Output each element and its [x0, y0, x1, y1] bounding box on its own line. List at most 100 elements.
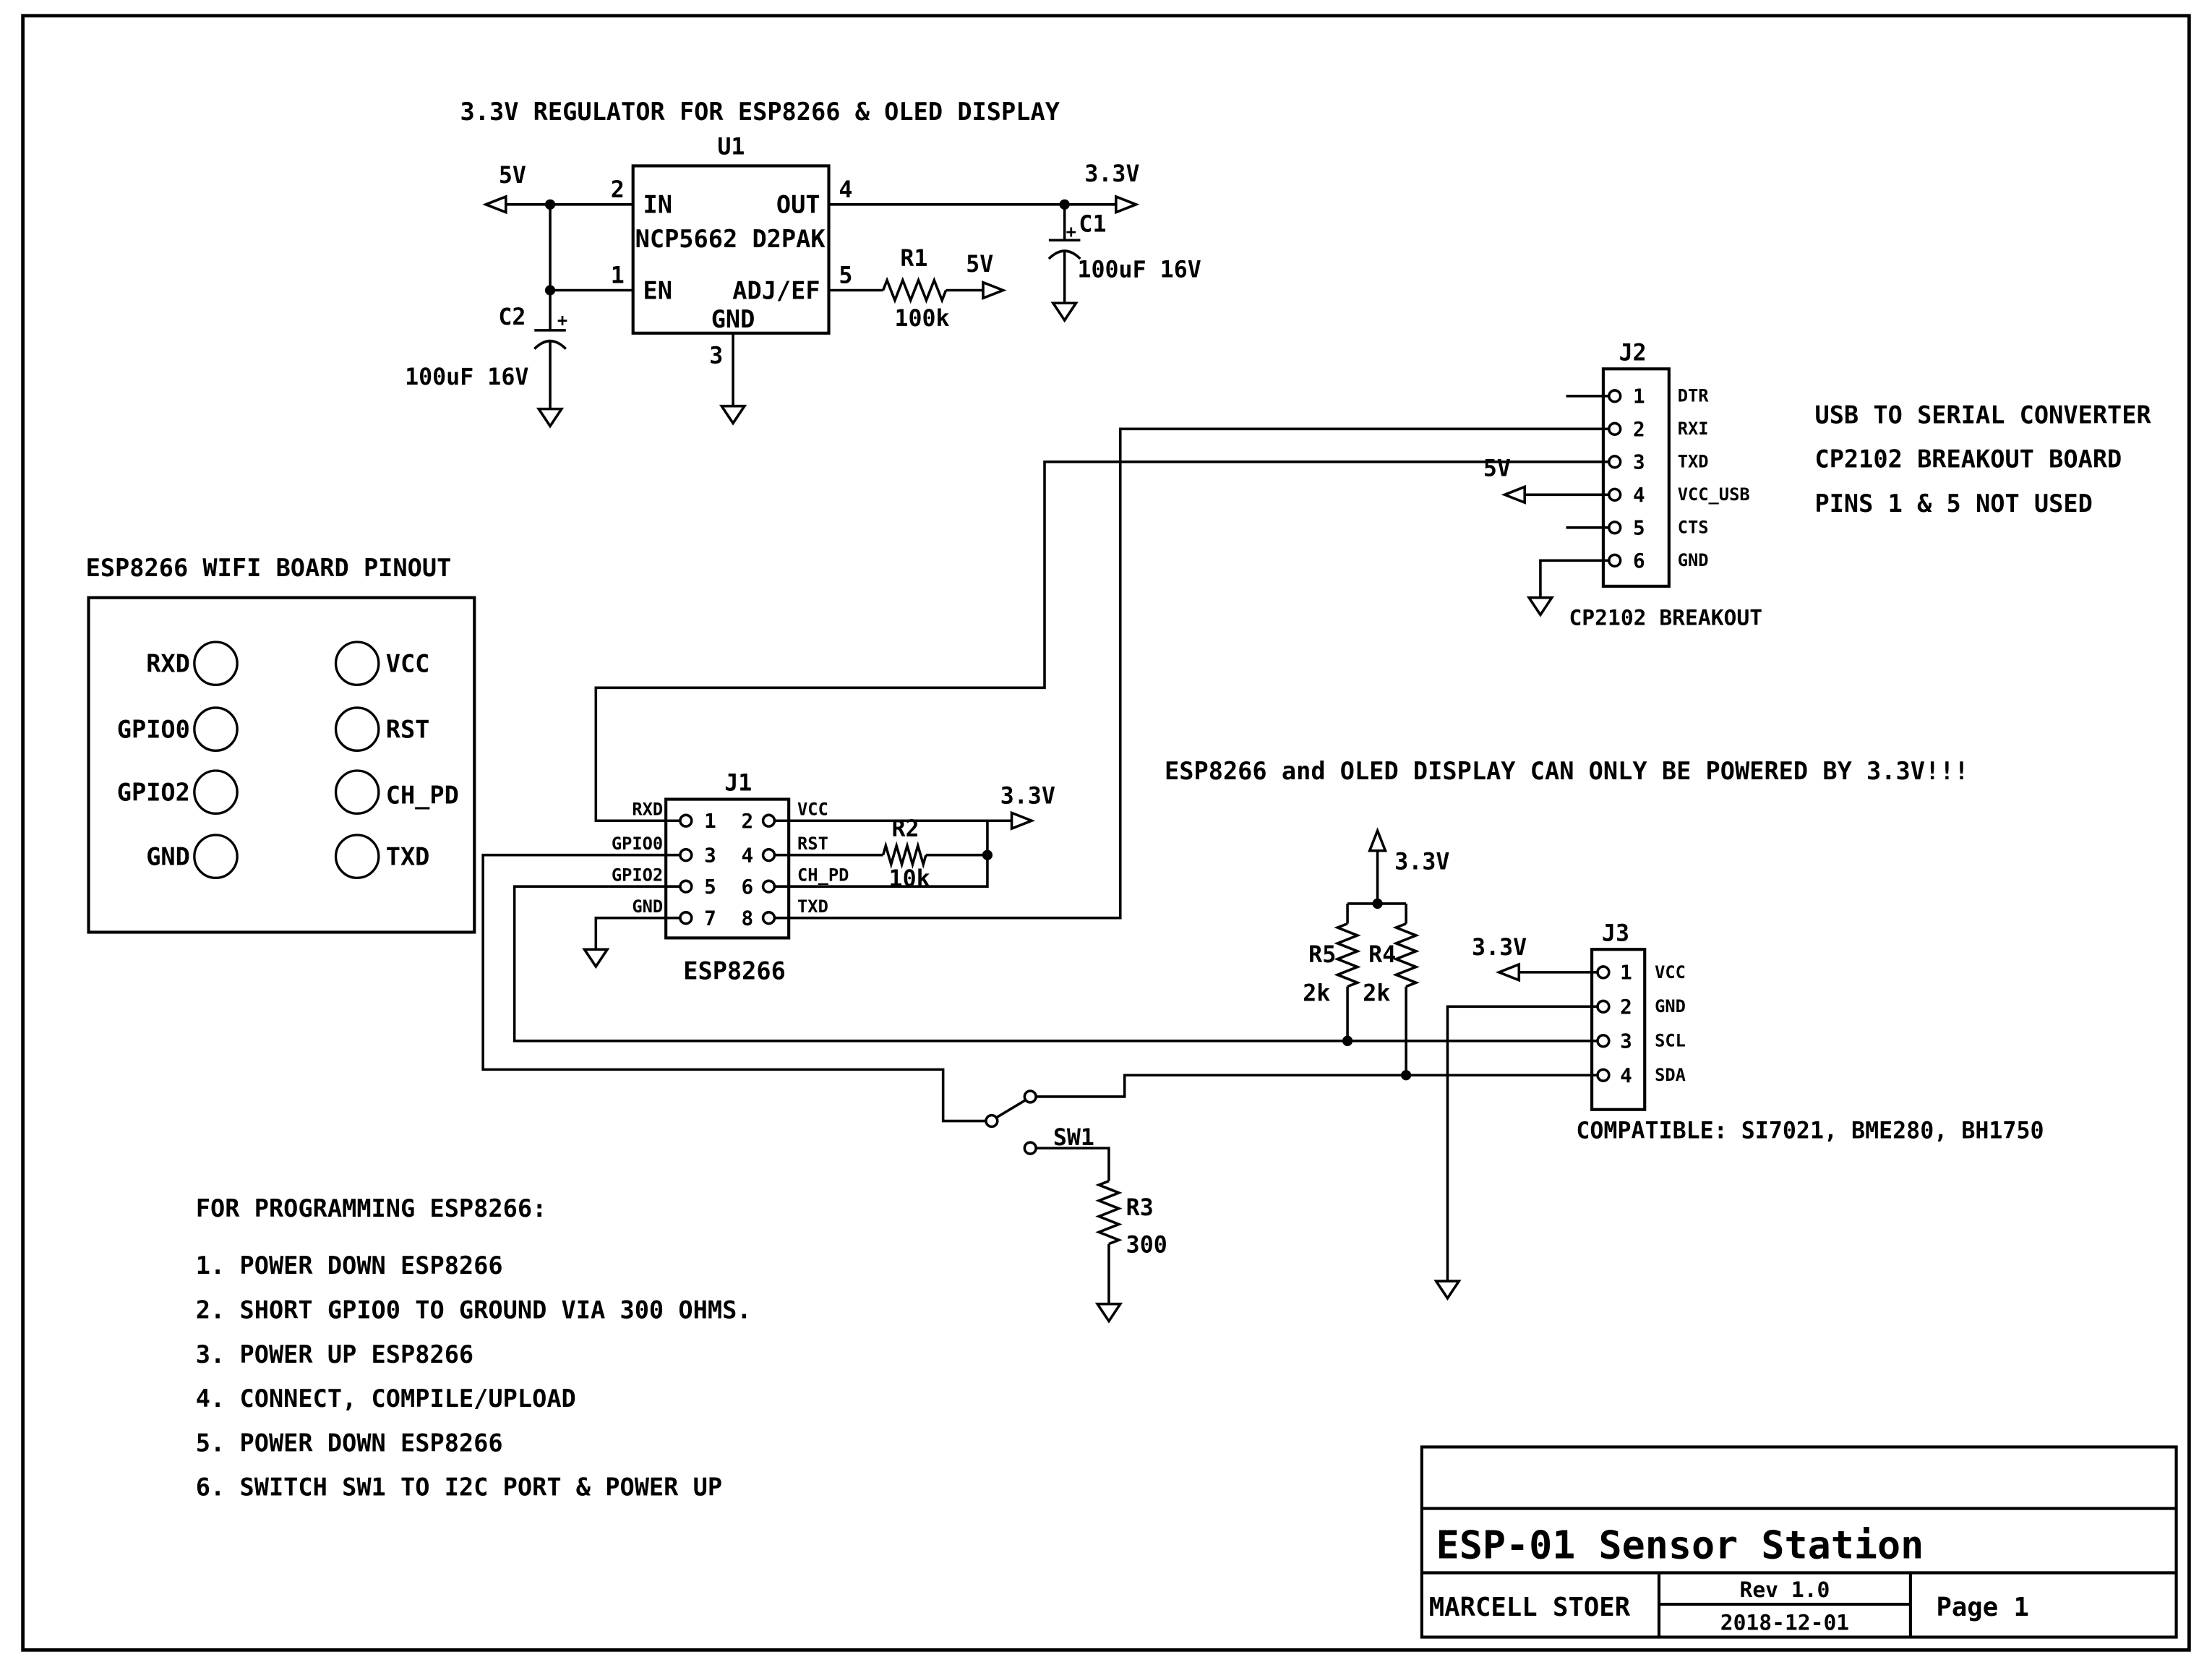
section-title: 3.3V REGULATOR FOR ESP8266 & OLED DISPLA… — [460, 98, 1060, 126]
pinout-box: ESP8266 WIFI BOARD PINOUT RXD GPIO0 GPIO… — [86, 554, 476, 934]
j1-pin-name: GPIO0 — [612, 834, 663, 854]
note-line: CP2102 BREAKOUT BOARD — [1814, 445, 2122, 474]
regulator-section: 3.3V REGULATOR FOR ESP8266 & OLED DISPLA… — [405, 98, 1201, 429]
pin-circle — [679, 879, 693, 894]
wire — [1446, 1005, 1603, 1282]
r4-value: 2k — [1363, 980, 1390, 1006]
wire-gpio0-net — [481, 853, 986, 1123]
j3-pin-name: SCL — [1655, 1031, 1686, 1051]
j1-pin-name: RXD — [632, 799, 663, 819]
c1-refdes: C1 — [1079, 211, 1106, 237]
pinout-pad — [334, 834, 380, 880]
pinout-label: VCC — [386, 650, 430, 678]
u1-pin-num: 5 — [839, 263, 852, 289]
pin-circle — [761, 879, 776, 894]
programming-step: 1. POWER DOWN ESP8266 — [196, 1251, 503, 1280]
j2-pin-num: 1 — [1633, 385, 1645, 408]
revision: Rev 1.0 — [1740, 1577, 1830, 1602]
resistor-r3: R3 300 — [1094, 1179, 1167, 1324]
j1-pin-num: 8 — [742, 907, 754, 930]
ground-icon — [582, 948, 610, 969]
j1-pin-name: RST — [797, 834, 828, 854]
r1-refdes: R1 — [900, 246, 927, 272]
ground-icon — [1094, 1302, 1123, 1324]
pin-circle — [679, 813, 693, 828]
j3-refdes: J3 — [1602, 920, 1629, 946]
pinout-label: RST — [386, 716, 430, 744]
pin-circle — [1608, 455, 1622, 469]
sheet-title: ESP-01 Sensor Station — [1436, 1523, 1924, 1568]
net-label: 3.3V — [1472, 935, 1527, 961]
u1-pin-name: EN — [643, 276, 672, 304]
j1-pin-name: CH_PD — [797, 865, 849, 885]
net-label: 5V — [966, 252, 993, 278]
j2-pin-name: GND — [1678, 550, 1709, 570]
pinout-pad — [193, 834, 239, 880]
j1-pin-num: 2 — [742, 809, 754, 833]
pinout-pad — [334, 769, 380, 815]
pin-circle — [1608, 421, 1622, 437]
resistor-zigzag — [1334, 922, 1361, 988]
programming-notes: FOR PROGRAMMING ESP8266: 1. POWER DOWN E… — [196, 1194, 752, 1502]
j2-pin-num: 4 — [1633, 483, 1645, 507]
r4-refdes: R4 — [1368, 942, 1396, 968]
usb-notes: USB TO SERIAL CONVERTER CP2102 BREAKOUT … — [1814, 401, 2151, 518]
r2-value: 10k — [889, 866, 930, 892]
net-arrow-left-icon — [1495, 962, 1521, 982]
r3-refdes: R3 — [1126, 1195, 1154, 1221]
resistor-zigzag — [1095, 1179, 1123, 1246]
ground-icon — [719, 404, 747, 426]
pinout-label: GND — [146, 843, 190, 871]
pinout-title: ESP8266 WIFI BOARD PINOUT — [86, 554, 452, 582]
pin-circle — [761, 911, 776, 925]
junction-dot — [1372, 898, 1383, 909]
j2-pin-num: 6 — [1633, 549, 1645, 573]
pinout-pad — [334, 641, 380, 687]
pin-circle — [1608, 553, 1622, 568]
pinout-body — [87, 596, 476, 934]
pinout-label: RXD — [146, 650, 190, 678]
u1-pin-num: 3 — [709, 343, 723, 369]
j3-connector: J3 3.3V 1 2 3 4 VCC GND SCL SDA COMPATIB… — [1433, 920, 2044, 1301]
pin-circle — [1608, 521, 1622, 535]
u1-pin-name: OUT — [776, 191, 820, 219]
resistor-r2: R2 10k — [768, 816, 993, 892]
j1-caption: ESP8266 — [683, 957, 786, 985]
j2-pin-name: VCC_USB — [1678, 484, 1750, 505]
pin-circle — [1596, 965, 1611, 980]
c2-refdes: C2 — [498, 304, 526, 330]
pin-circle — [1596, 1034, 1611, 1048]
programming-step: 5. POWER DOWN ESP8266 — [196, 1429, 503, 1457]
wire — [1539, 559, 1615, 598]
net-label: 5V — [499, 163, 526, 189]
j2-caption: CP2102 BREAKOUT — [1569, 604, 1762, 630]
programming-step: 3. POWER UP ESP8266 — [196, 1340, 473, 1369]
resistor-zigzag — [881, 276, 948, 304]
switch-pole-contact — [985, 1113, 999, 1129]
sw1-refdes: SW1 — [1053, 1125, 1094, 1151]
cap-plate-curved — [533, 339, 567, 350]
net-arrow-right-icon — [1010, 810, 1036, 831]
junction-dot — [982, 849, 993, 860]
r2-refdes: R2 — [891, 816, 919, 842]
switch-throw-contact — [1023, 1141, 1037, 1155]
j1-pin-num: 7 — [704, 907, 716, 930]
programming-step: 4. CONNECT, COMPILE/UPLOAD — [196, 1384, 576, 1413]
j2-pin-name: CTS — [1678, 518, 1709, 538]
u1-pin-name: ADJ/EF — [732, 276, 820, 304]
j2-pin-num: 5 — [1633, 516, 1645, 540]
cap-c2: + C2 100uF 16V — [405, 290, 567, 429]
u1-pin-num: 4 — [839, 177, 852, 203]
resistor-zigzag — [1392, 922, 1420, 988]
programming-title: FOR PROGRAMMING ESP8266: — [196, 1194, 547, 1222]
j3-pin-num: 1 — [1620, 961, 1632, 985]
pin-circle — [1596, 999, 1611, 1014]
title-block: ESP-01 Sensor Station MARCELL STOER Rev … — [1420, 1445, 2178, 1639]
u1-pin-num: 1 — [611, 263, 625, 289]
j2-pin-name: DTR — [1678, 386, 1710, 406]
junction-dot — [544, 199, 556, 210]
cap-c1: + C1 100uF 16V — [1047, 204, 1201, 323]
net-label: 5V — [1483, 456, 1511, 482]
j2-refdes: J2 — [1619, 340, 1647, 366]
u1-pin-num: 2 — [611, 177, 625, 203]
